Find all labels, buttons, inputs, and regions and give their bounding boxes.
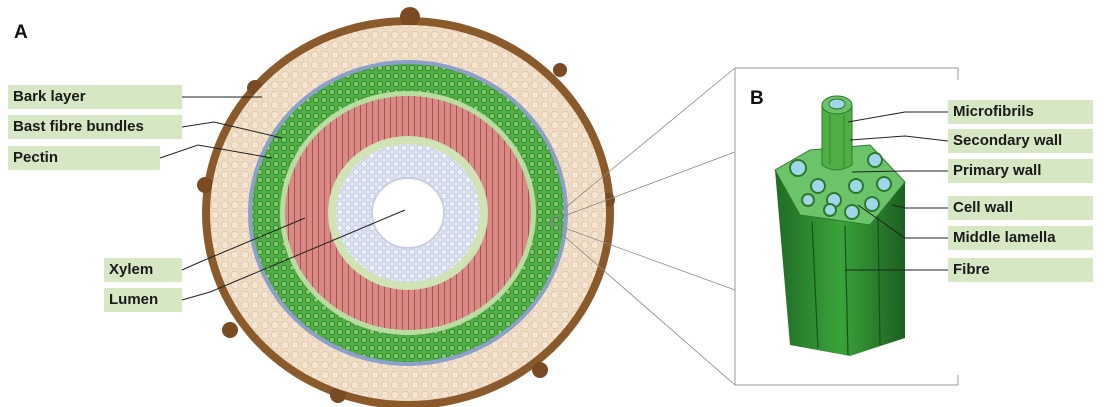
label-primary-wall: Primary wall <box>948 159 1093 183</box>
label-middle-lamella: Middle lamella <box>948 226 1093 250</box>
fibre-bundle <box>775 96 905 356</box>
label-pectin: Pectin <box>8 146 160 170</box>
label-bast-fibre-bundles: Bast fibre bundles <box>8 115 182 139</box>
label-microfibrils: Microfibrils <box>948 100 1093 124</box>
panel-b-letter: B <box>750 88 764 110</box>
lumen-hole <box>372 178 444 248</box>
label-cell-wall: Cell wall <box>948 196 1093 220</box>
label-xylem: Xylem <box>104 258 182 282</box>
stem-cross-section <box>197 7 615 407</box>
label-secondary-wall: Secondary wall <box>948 129 1093 153</box>
label-lumen: Lumen <box>104 288 182 312</box>
label-bark-layer: Bark layer <box>8 85 182 109</box>
label-fibre: Fibre <box>948 258 1093 282</box>
panel-a-letter: A <box>14 22 28 44</box>
